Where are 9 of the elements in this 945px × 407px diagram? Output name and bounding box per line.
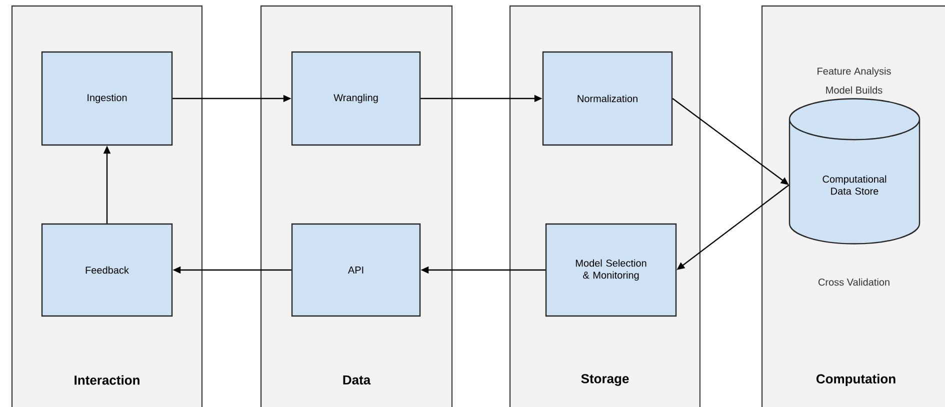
database-cylinder: Computational Data Store [788,98,920,244]
process-box: Ingestion [41,51,173,146]
note-text: Feature Analysis [818,67,891,77]
process-box: Wrangling [291,51,421,146]
process-box: Feedback [41,223,173,317]
process-box: Model Selection & Monitoring [545,223,677,317]
process-box: Normalization [542,51,673,146]
note-text: Cross Validation [818,278,890,286]
process-box: API [291,223,421,317]
